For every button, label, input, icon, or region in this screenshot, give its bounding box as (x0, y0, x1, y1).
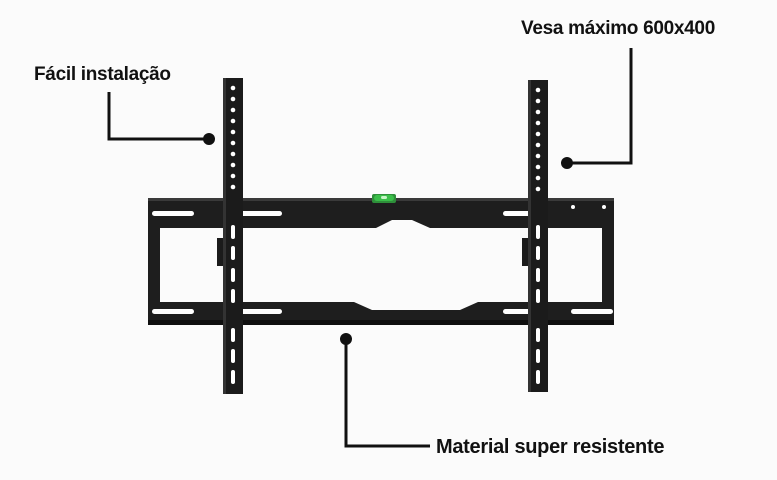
right-arm-holes (535, 87, 541, 384)
left-vertical-arm (217, 78, 243, 394)
right-arm-clip (522, 238, 528, 266)
callout-dots (203, 133, 573, 345)
leader-line-vesa (568, 48, 633, 165)
callout-leader-lines (107, 48, 633, 448)
left-arm-clip (217, 238, 223, 266)
plate-slot (571, 309, 613, 314)
callout-label-material: Material super resistente (436, 436, 665, 458)
plate-slot (152, 309, 194, 314)
plate-frame (148, 198, 614, 325)
plate-hole (571, 205, 575, 209)
plate-slot (152, 211, 194, 216)
right-vertical-arm (522, 80, 548, 392)
plate-bottom-edge (148, 320, 614, 325)
callout-dot-material (340, 333, 352, 345)
plate-slot (240, 309, 282, 314)
plate-slot (240, 211, 282, 216)
leader-line-material (344, 339, 430, 448)
leader-line-easy-install (107, 92, 208, 141)
callout-label-easy-install: Fácil instalação (34, 64, 171, 85)
plate-hole (602, 205, 606, 209)
callout-dot-easy-install (203, 133, 215, 145)
callout-dot-vesa (561, 157, 573, 169)
left-arm-holes (230, 85, 236, 384)
bubble-level-icon (372, 194, 396, 203)
callout-label-vesa: Vesa máximo 600x400 (521, 18, 715, 39)
